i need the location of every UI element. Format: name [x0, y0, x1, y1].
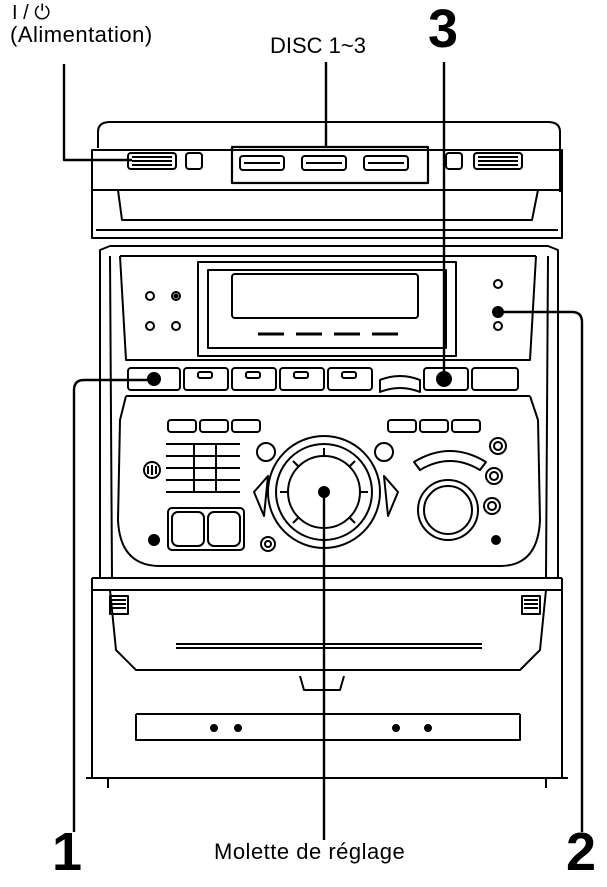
callout-3-label: 3 [428, 0, 459, 59]
leader-1 [72, 378, 154, 832]
disc-2-button[interactable] [301, 155, 347, 171]
display-window [197, 261, 457, 357]
small-button-left[interactable] [185, 152, 203, 170]
callout-1-label: 1 [52, 822, 83, 882]
tuning-dial-label: Molette de réglage [214, 839, 406, 864]
disc-3-button[interactable] [363, 155, 409, 171]
right-slot [473, 152, 523, 170]
function-button-3[interactable] [423, 367, 469, 391]
leader-2 [498, 310, 584, 832]
disc-1-button[interactable] [239, 155, 285, 171]
disc-label: DISC 1~3 [270, 33, 366, 58]
callout-2-label: 2 [566, 822, 597, 882]
disc-button-group [230, 145, 430, 185]
cassette-deck-unit [86, 577, 568, 788]
power-button[interactable] [127, 152, 177, 170]
volume-knob[interactable] [417, 479, 479, 541]
main-panel [99, 245, 559, 579]
small-button-right[interactable] [445, 152, 463, 170]
callout-lines [62, 62, 584, 840]
leader-power [62, 64, 132, 162]
power-label: (Alimentation) [10, 22, 153, 47]
cd-changer-unit [91, 121, 563, 239]
power-symbol-label: I / ⏻ [12, 2, 51, 24]
